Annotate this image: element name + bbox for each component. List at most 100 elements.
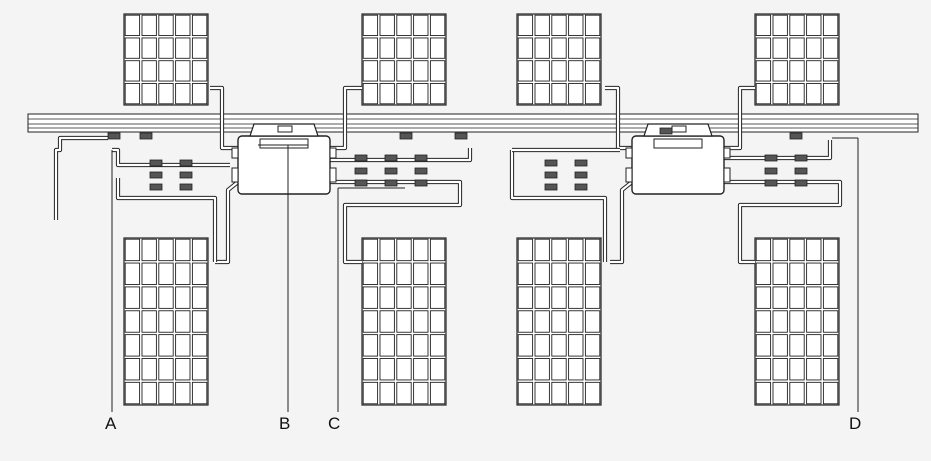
panel-cell xyxy=(551,238,567,262)
panel-cell xyxy=(772,14,788,37)
dc-connector xyxy=(544,171,558,179)
panel-cell xyxy=(772,310,788,333)
dc-connector xyxy=(789,132,803,140)
inverter-bracket-slot xyxy=(671,125,687,133)
panel-cell xyxy=(772,262,788,285)
panel-cell xyxy=(584,60,601,82)
solar-panel xyxy=(754,237,840,406)
panel-cell xyxy=(772,60,788,82)
panel-cell xyxy=(413,14,429,37)
dc-connector xyxy=(139,132,153,140)
panel-cell xyxy=(362,286,379,309)
dc-connector xyxy=(354,179,368,187)
panel-cell xyxy=(362,358,379,381)
panel-cell xyxy=(175,37,191,59)
dc-connector xyxy=(384,167,398,175)
panel-cell xyxy=(362,60,379,82)
panel-cell xyxy=(789,82,805,105)
panel-cell xyxy=(141,60,157,82)
dc-connector xyxy=(354,167,368,175)
dc-cable-core xyxy=(510,150,607,262)
inverter-port xyxy=(329,167,337,183)
dc-cable-core xyxy=(724,140,832,160)
panel-cell xyxy=(396,310,412,333)
panel-cell xyxy=(534,310,550,333)
panel-cell xyxy=(755,238,772,262)
panel-cell xyxy=(124,60,141,82)
dc-cables-group xyxy=(53,85,843,265)
panel-cell xyxy=(191,37,208,59)
panel-cell xyxy=(124,238,141,262)
panel-cell xyxy=(396,286,412,309)
dc-connector xyxy=(764,154,778,162)
panel-cell xyxy=(158,286,174,309)
dc-cable-core xyxy=(215,181,239,264)
dc-connector xyxy=(414,167,428,175)
inverter-port xyxy=(723,167,731,183)
panel-cell xyxy=(379,381,395,405)
panel-cell xyxy=(396,334,412,357)
panel-cell xyxy=(124,82,141,105)
panel-cell xyxy=(534,37,550,59)
inverter-label-plate xyxy=(259,138,309,149)
panel-cell xyxy=(822,262,839,285)
panel-cell xyxy=(429,286,446,309)
panel-cell xyxy=(551,286,567,309)
dc-connector xyxy=(764,167,778,175)
panel-cell xyxy=(789,60,805,82)
panel-cell xyxy=(551,310,567,333)
panel-cell xyxy=(806,334,822,357)
panel-cell xyxy=(362,334,379,357)
panel-cell xyxy=(806,310,822,333)
panel-cell xyxy=(772,37,788,59)
panel-cell xyxy=(806,60,822,82)
connectors-group xyxy=(107,127,808,191)
mounting-rail xyxy=(27,113,919,133)
panel-cell xyxy=(534,262,550,285)
panel-cell xyxy=(822,310,839,333)
inverter-port xyxy=(625,167,633,183)
panel-cell xyxy=(413,381,429,405)
dc-cable xyxy=(112,147,230,168)
panel-cell xyxy=(584,82,601,105)
panel-cell xyxy=(789,334,805,357)
dc-connector xyxy=(149,171,163,179)
inverter-bracket-slot xyxy=(277,125,293,133)
panel-cell xyxy=(429,262,446,285)
panel-cell xyxy=(175,262,191,285)
panel-cell xyxy=(158,37,174,59)
solar-panel xyxy=(754,13,840,106)
dc-connector xyxy=(794,154,808,162)
panel-cell xyxy=(158,334,174,357)
panel-cell xyxy=(772,238,788,262)
panel-cell xyxy=(584,334,601,357)
panel-cell xyxy=(413,238,429,262)
panel-cell xyxy=(413,262,429,285)
dc-cable-core xyxy=(724,180,842,264)
inverter-label-plate xyxy=(653,138,703,149)
panel-cell xyxy=(822,37,839,59)
inverter-port xyxy=(723,147,731,159)
panel-cell xyxy=(584,358,601,381)
callout-label-a: A xyxy=(105,414,117,433)
panel-cell xyxy=(789,37,805,59)
panel-cell xyxy=(158,310,174,333)
panel-cell xyxy=(141,358,157,381)
panel-cell xyxy=(517,334,534,357)
panel-cell xyxy=(413,358,429,381)
panel-cell xyxy=(413,82,429,105)
panel-cell xyxy=(158,238,174,262)
panel-cell xyxy=(362,381,379,405)
dc-connector xyxy=(764,179,778,187)
panel-cell xyxy=(124,14,141,37)
panel-cell xyxy=(191,238,208,262)
callout-leader-lines xyxy=(111,137,859,412)
panel-cell xyxy=(822,334,839,357)
solar-panel xyxy=(123,237,209,406)
solar-panels-group xyxy=(123,13,840,406)
panel-cell xyxy=(141,286,157,309)
solar-panel xyxy=(516,13,602,106)
panel-cell xyxy=(379,334,395,357)
panel-cell xyxy=(396,37,412,59)
